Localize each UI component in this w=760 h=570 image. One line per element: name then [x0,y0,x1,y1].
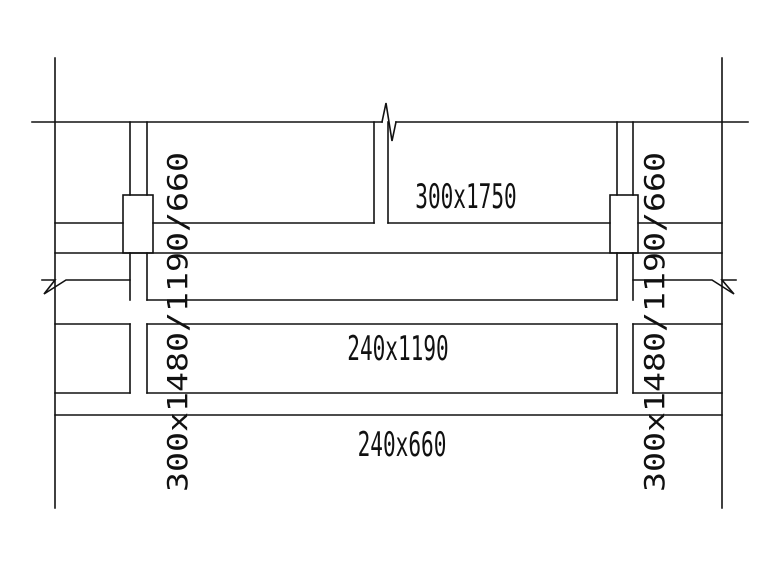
top-line [31,102,749,142]
outer-boundary [54,57,723,509]
break-line-right [632,279,737,295]
break-line-left [41,279,131,295]
left-column-label: 300x1480/1190/660 [161,152,194,492]
left-column [122,121,154,394]
left-column-cap [122,194,154,254]
bottom-beam-label: 240x660 [358,425,447,465]
right-column-label: 300x1480/1190/660 [638,152,671,492]
mid-beam-label: 240x1190 [347,329,448,369]
top-beam-label: 300x1750 [415,177,516,217]
break-line-top [381,102,397,142]
right-column [609,121,639,394]
beam-band-lines [54,252,723,416]
top-beam-region [54,121,723,224]
right-column-cap [609,194,639,254]
